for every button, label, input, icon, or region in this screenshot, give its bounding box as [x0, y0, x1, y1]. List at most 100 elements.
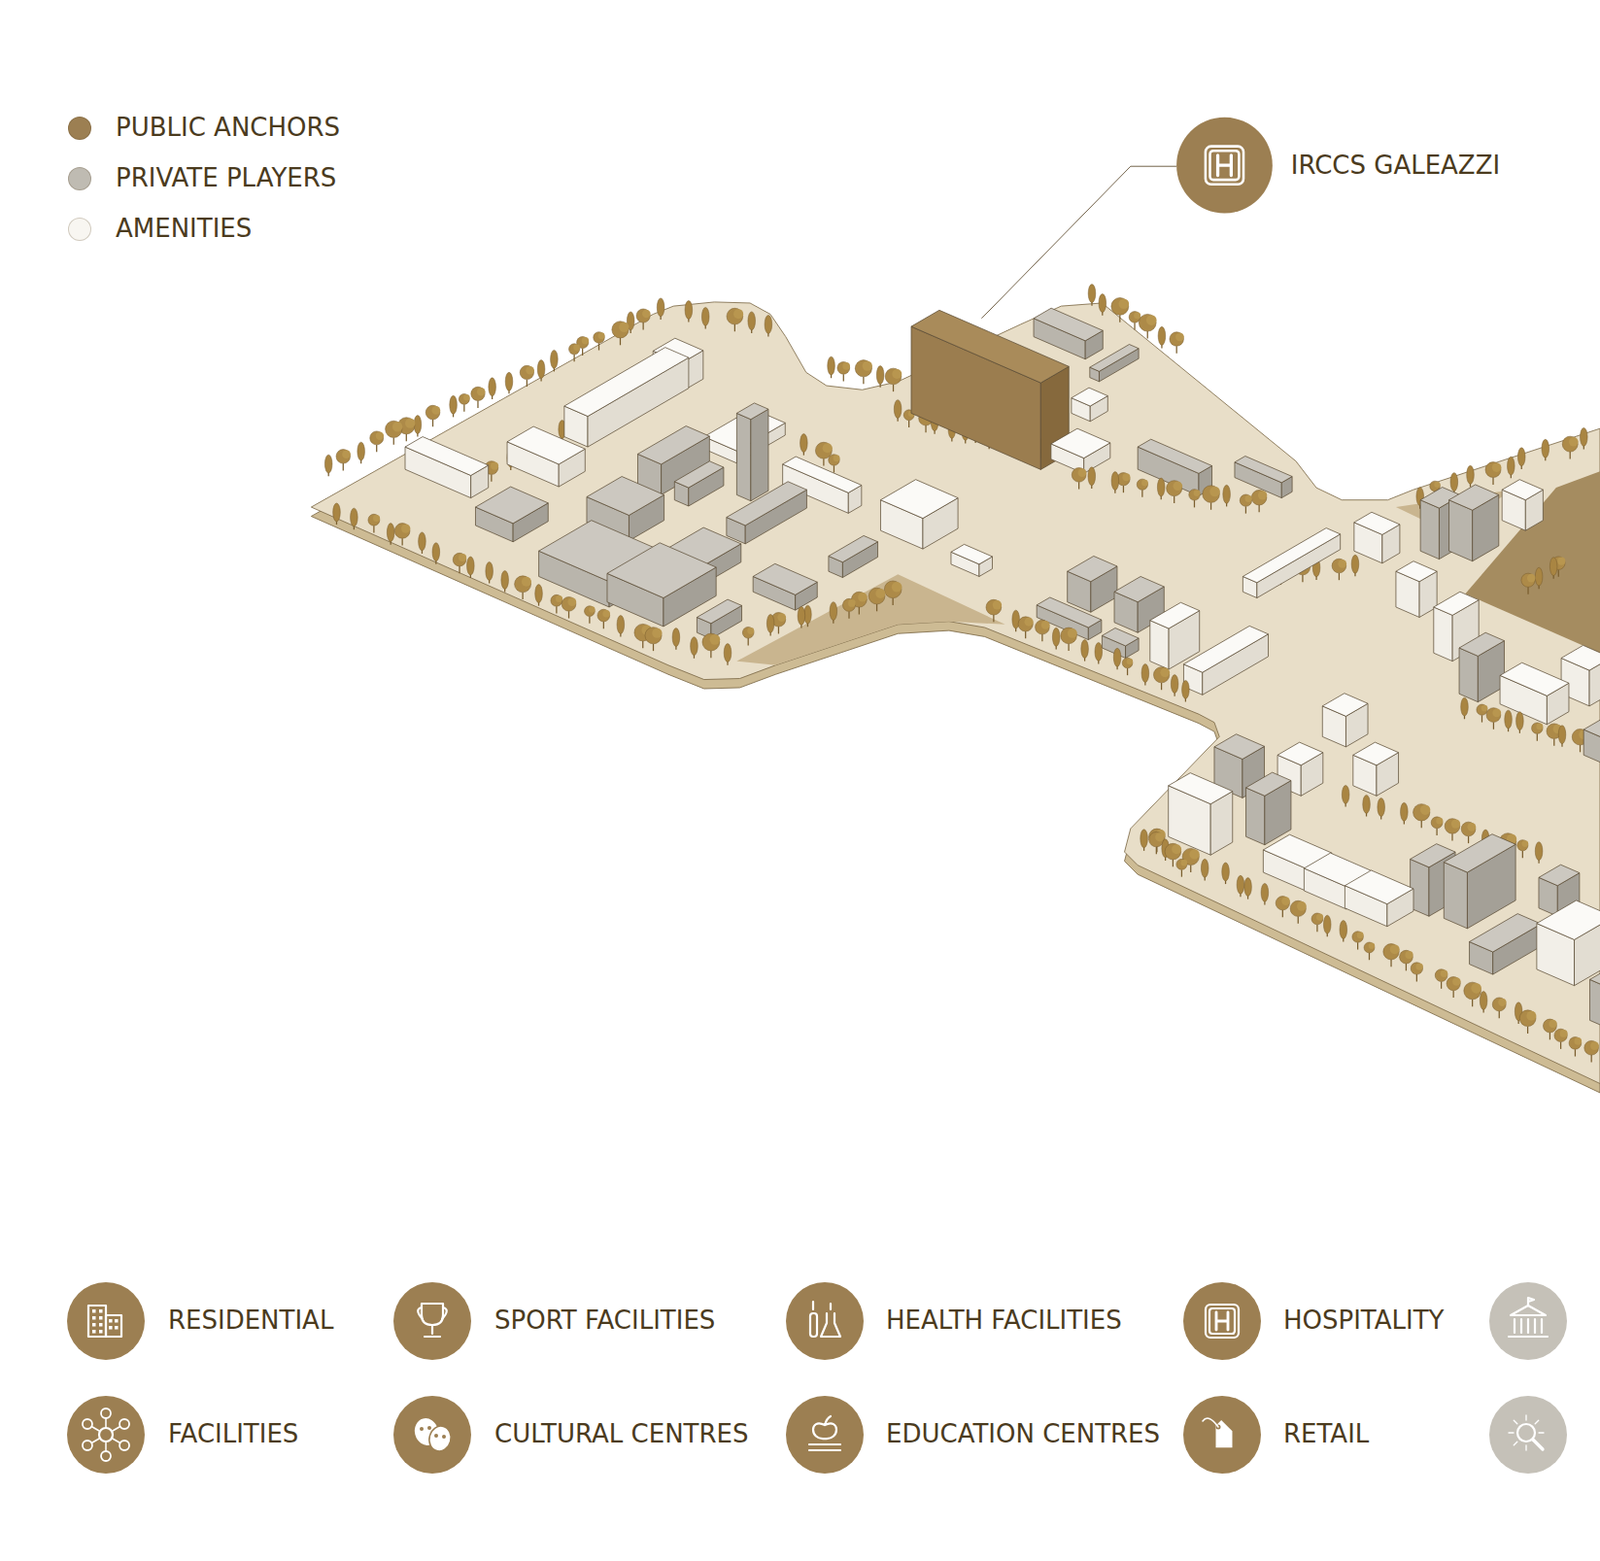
tree — [800, 434, 809, 456]
tree — [1517, 447, 1526, 470]
tree — [350, 508, 359, 530]
tree-trunk — [1527, 586, 1529, 594]
tree — [884, 580, 902, 606]
tree — [519, 365, 535, 387]
tree-crown — [537, 360, 545, 379]
tree-crown — [766, 613, 775, 633]
tree-trunk — [892, 384, 894, 392]
tree-crown — [490, 461, 499, 470]
tree — [876, 366, 885, 388]
residential-symbol — [105, 1315, 122, 1337]
tree-crown — [1466, 465, 1475, 484]
tree-crown — [555, 595, 563, 603]
tree — [336, 449, 351, 472]
tree-trunk — [521, 592, 523, 600]
tree-crown — [561, 597, 577, 613]
tree — [418, 532, 427, 554]
building-symbol — [1508, 1297, 1548, 1337]
building-face — [752, 563, 818, 595]
tree-crown — [690, 637, 699, 656]
private-building — [828, 535, 879, 578]
legend-label: HOSPITALITY — [1283, 1305, 1444, 1336]
tree — [1444, 818, 1461, 842]
tree — [550, 594, 563, 613]
building-face — [1150, 620, 1169, 670]
network-symbol — [91, 1438, 100, 1444]
tree-crown — [1244, 495, 1252, 503]
hospital-symbol — [1209, 1308, 1235, 1334]
tree — [1363, 942, 1375, 960]
tree-crown — [1479, 991, 1488, 1011]
building-face — [1443, 862, 1467, 929]
tree-crown — [1169, 332, 1184, 346]
building-face — [1246, 772, 1292, 796]
tree-crown — [1399, 950, 1414, 964]
icon-layer — [67, 117, 1567, 1474]
tree — [584, 606, 596, 624]
tree — [1521, 573, 1536, 595]
tree-crown — [1568, 1036, 1582, 1050]
tree-trunk — [1176, 345, 1178, 353]
icon-circle — [1489, 1395, 1567, 1474]
tree-crown — [1504, 710, 1513, 729]
tree — [828, 454, 841, 474]
tree-crown — [1175, 333, 1185, 342]
legend-swatch — [68, 116, 92, 140]
tree-crown — [1485, 462, 1501, 478]
tree — [597, 609, 611, 629]
tree-crown — [1088, 284, 1096, 304]
tree-crown — [413, 415, 422, 435]
network-symbol — [101, 1408, 111, 1419]
tree-crown — [642, 309, 650, 318]
private-building — [696, 599, 742, 639]
tree-crown — [1560, 1029, 1568, 1038]
tree — [324, 454, 333, 477]
ray-mark — [1513, 1441, 1518, 1446]
tree-crown — [505, 372, 513, 391]
tree-crown — [1568, 437, 1579, 447]
tree-trunk — [1123, 485, 1124, 493]
tree — [1290, 900, 1307, 924]
residential-symbol — [88, 1305, 106, 1337]
tree-trunk — [1301, 575, 1303, 582]
tree-crown — [1451, 818, 1461, 828]
tree-crown — [1463, 982, 1482, 1000]
tree — [1153, 667, 1170, 691]
tree — [1331, 558, 1347, 580]
building-face — [1469, 914, 1542, 953]
icon-badge — [67, 1395, 145, 1474]
tree-trunk — [1451, 833, 1453, 841]
tree — [684, 301, 693, 323]
legend-label: PUBLIC ANCHORS — [115, 112, 341, 143]
tree-trunk — [526, 379, 528, 387]
ground — [310, 302, 1600, 1085]
tree-crown — [1542, 1019, 1557, 1033]
tree — [569, 343, 580, 362]
tree-crown — [1337, 559, 1347, 569]
tree-crown — [1290, 900, 1306, 917]
tree — [1531, 722, 1544, 742]
tree — [535, 584, 544, 607]
private-building — [1033, 307, 1103, 360]
tree — [1410, 962, 1424, 983]
network-symbol — [119, 1419, 130, 1430]
tree — [1088, 467, 1096, 489]
hospital-symbol — [1216, 1312, 1228, 1330]
tree — [726, 307, 744, 332]
tree-crown — [1558, 725, 1566, 745]
icon-badge — [1489, 1282, 1567, 1361]
tree-crown — [747, 627, 754, 635]
tree-crown — [748, 311, 756, 331]
tree — [1239, 494, 1253, 514]
tree-crown — [1415, 962, 1423, 970]
tree — [612, 321, 630, 346]
tree-crown — [1430, 817, 1443, 829]
tree — [1088, 284, 1096, 307]
window-mark — [92, 1316, 97, 1321]
tree-crown — [1476, 704, 1488, 715]
tag-string — [1202, 1418, 1219, 1428]
tree-trunk — [1549, 1032, 1551, 1040]
tree-crown — [598, 332, 606, 340]
tree — [1461, 697, 1469, 719]
tree-trunk — [568, 611, 570, 618]
